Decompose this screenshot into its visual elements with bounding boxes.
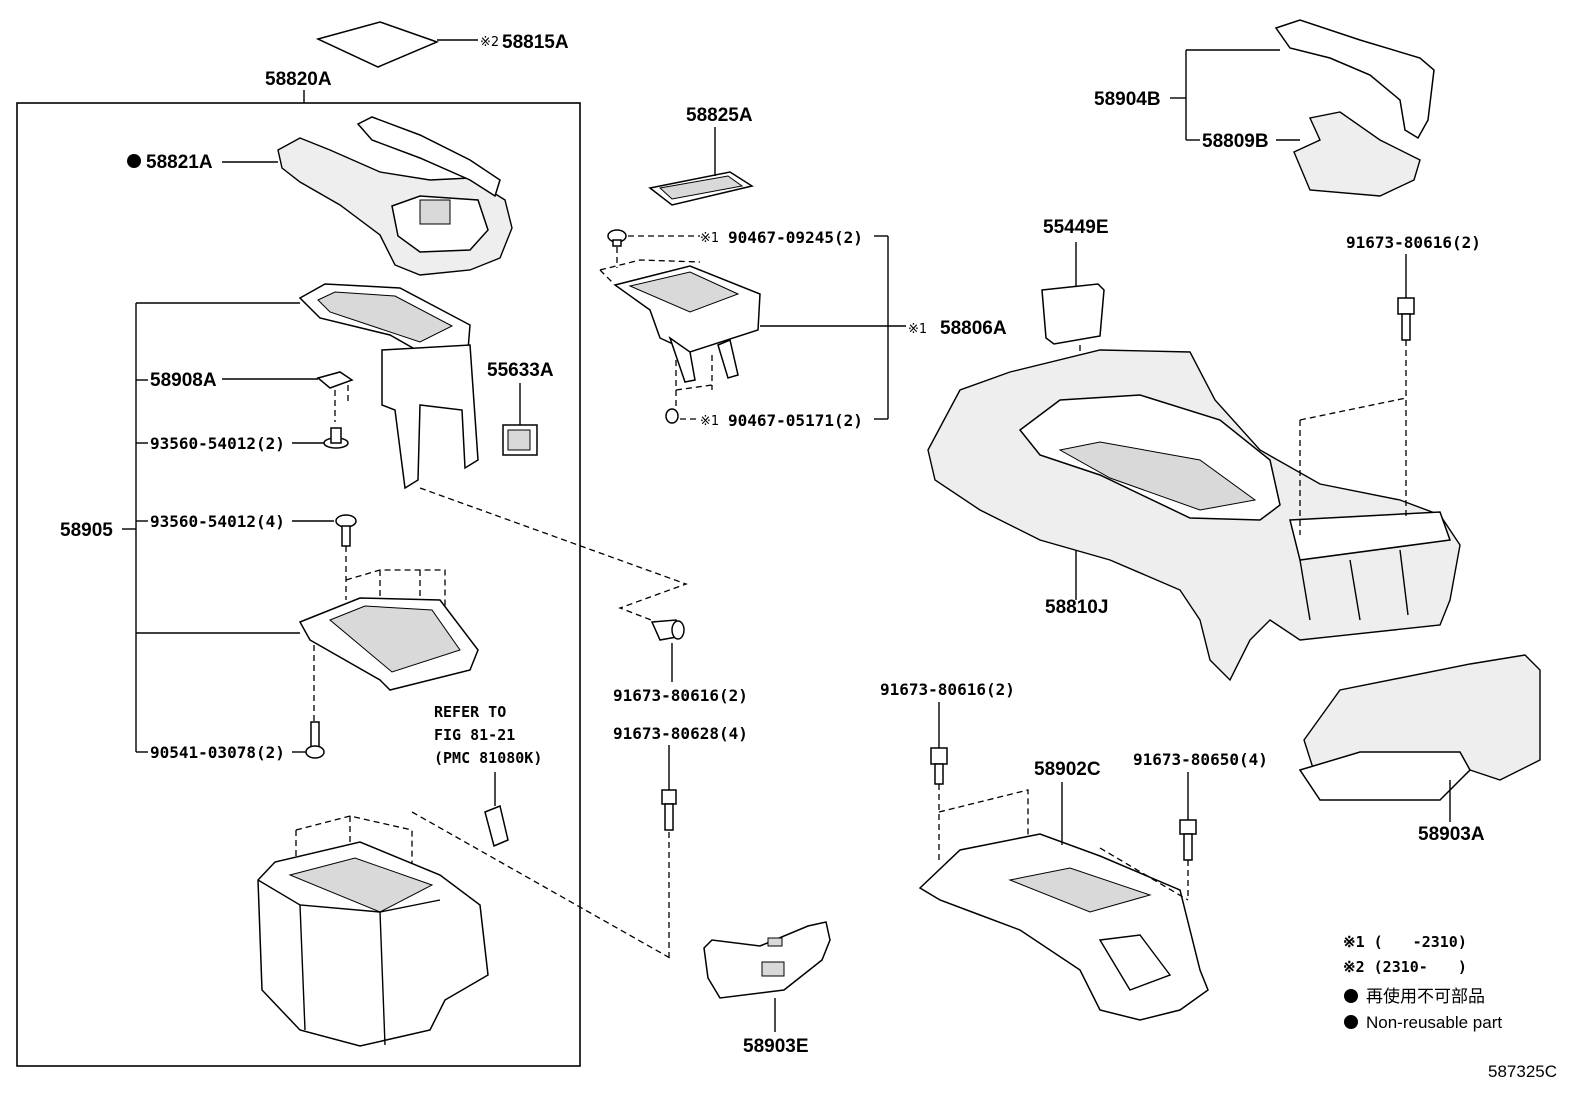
note-mark-58815A: ※2: [480, 35, 499, 50]
part-58815A-sheet: [315, 21, 440, 68]
label-58904B: 58904B: [1094, 89, 1161, 110]
part-55633A-switch: [502, 424, 538, 456]
part-93560-screw-b: [335, 514, 357, 547]
label-58902C: 58902C: [1034, 759, 1101, 780]
label-58815A: 58815A: [502, 32, 569, 53]
refer-line-1: REFER TO: [434, 703, 506, 721]
part-storage-box: [257, 815, 489, 1047]
label-58810J: 58810J: [1045, 597, 1108, 618]
legend-jp: 再使用不可部品: [1366, 986, 1485, 1006]
part-58806A-tray: [599, 259, 761, 383]
note-mark-90467-b: ※1: [700, 414, 719, 429]
label-58908A: 58908A: [150, 370, 217, 391]
legend-dot-en: [1344, 1015, 1358, 1029]
part-91673-bolt-650: [1179, 819, 1197, 861]
label-90467-b: 90467-05171(2): [728, 411, 863, 430]
part-58903E-cover: [703, 921, 831, 999]
part-90467-clip-b: [665, 408, 679, 424]
part-58810J-console: [927, 349, 1461, 682]
part-91673-bolt-right: [1397, 297, 1415, 341]
label-91673-616-low: 91673-80616(2): [880, 680, 1015, 699]
part-55449E-panel: [1041, 283, 1105, 345]
part-58908A-clip: [316, 371, 354, 389]
label-55449E: 55449E: [1043, 217, 1109, 238]
legend-dot-jp: [1344, 989, 1358, 1003]
refer-line-3: (PMC 81080K): [434, 749, 542, 767]
label-58903A: 58903A: [1418, 824, 1485, 845]
part-91673-bolt-628: [661, 789, 677, 831]
leader-tree-58904B: [1170, 49, 1300, 141]
part-58825A-mat-inner: [658, 175, 744, 200]
legend-en: Non-reusable part: [1366, 1013, 1502, 1032]
figure-id: 587325C: [1488, 1062, 1557, 1081]
part-90541-bolt: [305, 721, 325, 759]
label-58821A: 58821A: [146, 152, 213, 173]
part-93560-screw-a: [323, 427, 349, 449]
leader-tree-58806A: [760, 235, 906, 420]
part-58905-lid: [298, 283, 479, 490]
non-reusable-dot-58821A: [127, 154, 141, 168]
label-91673-650: 91673-80650(4): [1133, 750, 1268, 769]
label-58905: 58905: [60, 520, 113, 541]
part-58809B-boot: [1293, 111, 1421, 197]
part-90467-clip-a: [607, 229, 627, 247]
legend-note2: ※2 (2310- ): [1343, 958, 1467, 976]
label-90541: 90541-03078(2): [150, 743, 285, 762]
label-58820A: 58820A: [265, 69, 332, 90]
label-91673-616-mid: 91673-80616(2): [613, 686, 748, 705]
label-93560-4: 93560-54012(4): [150, 512, 285, 531]
dashed-guide-lid: [419, 487, 688, 629]
label-58809B: 58809B: [1202, 131, 1269, 152]
part-58904B-bracket: [1274, 19, 1435, 140]
part-58902C-bracket: [918, 833, 1209, 1021]
legend-note1: ※1 ( -2310): [1343, 933, 1467, 951]
note-mark-58806A: ※1: [908, 322, 927, 337]
part-58903A-cover: [1298, 654, 1541, 801]
part-58905-tray: [298, 569, 479, 691]
label-90467-a: 90467-09245(2): [728, 228, 863, 247]
label-58806A: 58806A: [940, 318, 1007, 339]
refer-line-2: FIG 81-21: [434, 726, 515, 744]
label-91673-628: 91673-80628(4): [613, 724, 748, 743]
label-58825A: 58825A: [686, 105, 753, 126]
label-58903E: 58903E: [743, 1036, 809, 1057]
leader-tree-58905: [122, 302, 300, 753]
part-91673-bolt-mid: [650, 619, 685, 641]
assembly-box-58820A: [16, 102, 581, 1067]
label-55633A: 55633A: [487, 360, 554, 381]
part-91673-bolt-low: [930, 747, 948, 785]
note-mark-90467-a: ※1: [700, 231, 719, 246]
part-58821A-panel: [277, 116, 513, 276]
part-connector: [484, 804, 509, 848]
label-91673-616-right: 91673-80616(2): [1346, 233, 1481, 252]
label-93560-2: 93560-54012(2): [150, 434, 285, 453]
